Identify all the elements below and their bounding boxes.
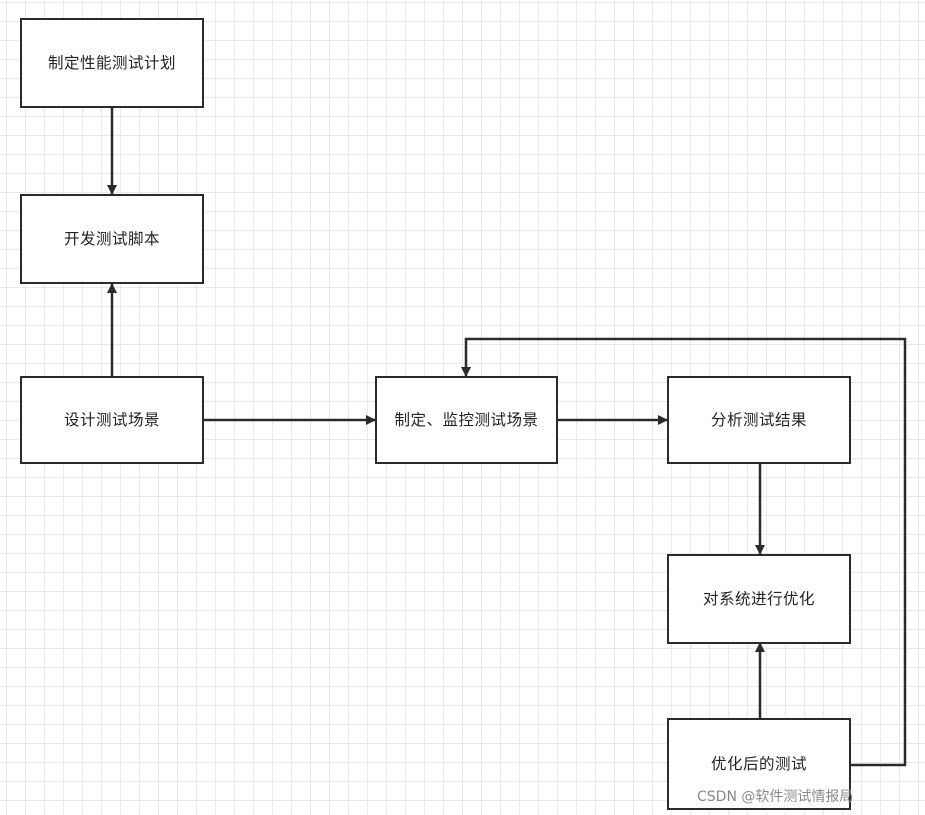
node-execute-monitor-label: 制定、监控测试场景 — [394, 411, 539, 429]
watermark-text: CSDN @软件测试情报局 — [697, 789, 854, 805]
node-post-optimization-test-label: 优化后的测试 — [710, 755, 807, 773]
edge-post-test-loop-to-execute-monitor — [461, 337, 907, 767]
node-plan[interactable]: 制定性能测试计划 — [20, 18, 204, 108]
node-optimize-system-label: 对系统进行优化 — [702, 590, 815, 608]
node-analyze-results-label: 分析测试结果 — [710, 411, 807, 429]
node-execute-monitor[interactable]: 制定、监控测试场景 — [375, 376, 558, 464]
node-design-scenarios-label: 设计测试场景 — [63, 411, 160, 429]
node-develop-scripts[interactable]: 开发测试脚本 — [20, 194, 204, 284]
node-plan-label: 制定性能测试计划 — [47, 54, 176, 72]
node-develop-scripts-label: 开发测试脚本 — [63, 230, 160, 248]
node-design-scenarios[interactable]: 设计测试场景 — [20, 376, 204, 464]
node-post-optimization-test[interactable]: 优化后的测试 — [667, 718, 851, 810]
node-optimize-system[interactable]: 对系统进行优化 — [667, 554, 851, 644]
node-analyze-results[interactable]: 分析测试结果 — [667, 376, 851, 464]
